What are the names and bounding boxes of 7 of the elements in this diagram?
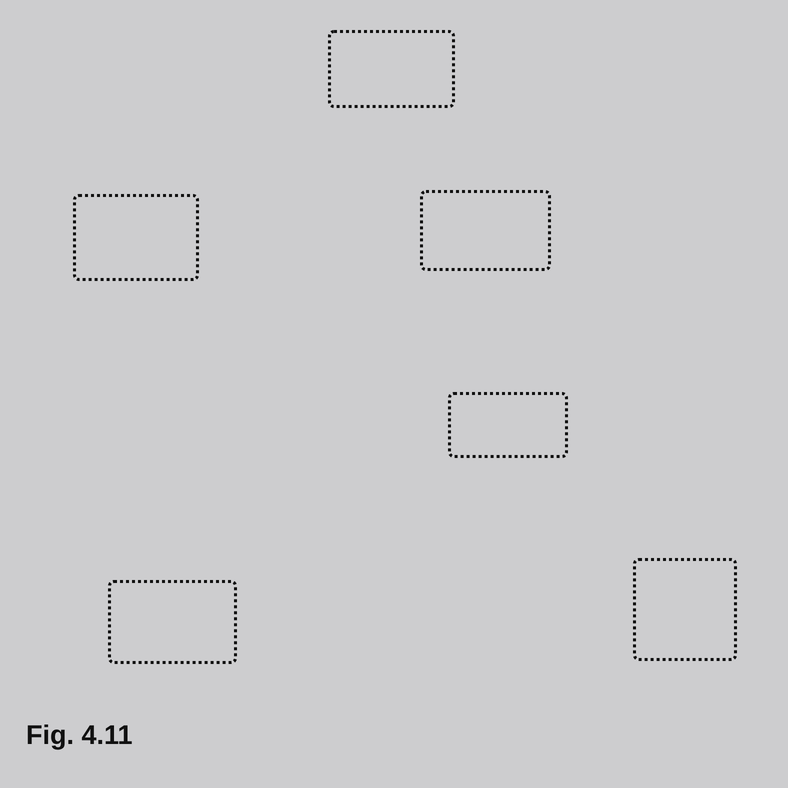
dotted-box [73, 194, 199, 281]
dotted-box [633, 558, 737, 661]
dotted-box [420, 190, 551, 271]
figure-caption: Fig. 4.11 [26, 722, 133, 749]
dotted-box [448, 392, 568, 458]
dotted-box [328, 30, 455, 108]
dotted-box [108, 580, 237, 664]
